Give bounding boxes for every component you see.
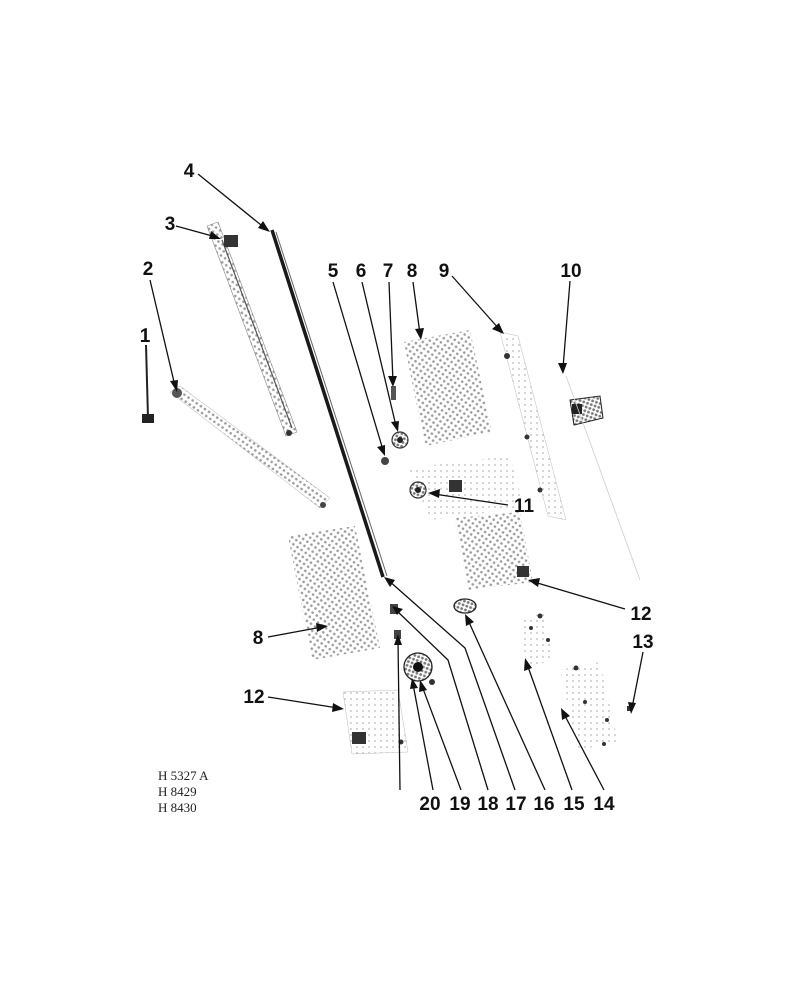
callout-1: 1 bbox=[140, 326, 151, 347]
part-shaft-2 bbox=[169, 385, 331, 509]
callout-10: 10 bbox=[560, 261, 581, 282]
part-bolt-1 bbox=[142, 344, 154, 423]
part-screen-8-upper bbox=[404, 330, 492, 446]
callout-20: 20 bbox=[419, 794, 440, 815]
ref-code-2: H 8429 bbox=[158, 784, 197, 799]
callout-6: 6 bbox=[356, 261, 367, 282]
callout-13: 13 bbox=[632, 632, 653, 653]
callout-9: 9 bbox=[439, 261, 450, 282]
part-bracket-12-lower bbox=[342, 689, 409, 755]
part-pin-7 bbox=[391, 386, 396, 400]
callout-5: 5 bbox=[328, 261, 339, 282]
callout-8-lower: 8 bbox=[253, 628, 264, 649]
part-screen-12-right bbox=[455, 512, 533, 590]
callout-12-right: 12 bbox=[630, 604, 651, 625]
callout-17: 17 bbox=[505, 794, 526, 815]
callout-18: 18 bbox=[477, 794, 498, 815]
part-fastener-13 bbox=[627, 706, 632, 711]
part-screen-8-lower bbox=[288, 526, 380, 660]
callout-12-lower: 12 bbox=[243, 687, 264, 708]
callout-14: 14 bbox=[593, 794, 615, 815]
callout-19: 19 bbox=[449, 794, 470, 815]
part-bearing-5-6 bbox=[381, 431, 409, 465]
callout-labels: 1 2 3 4 5 6 7 8 9 10 11 12 13 8 12 20 19… bbox=[140, 161, 654, 815]
callout-7: 7 bbox=[383, 261, 394, 282]
part-plate-15 bbox=[520, 612, 553, 668]
part-ring-16 bbox=[453, 598, 477, 614]
callout-11: 11 bbox=[514, 496, 535, 517]
part-plate-9 bbox=[499, 331, 567, 521]
callout-15: 15 bbox=[563, 794, 585, 815]
callout-2: 2 bbox=[143, 259, 154, 280]
callout-16: 16 bbox=[533, 794, 554, 815]
part-bracket-10 bbox=[565, 375, 641, 581]
ref-code-3: H 8430 bbox=[158, 800, 197, 815]
part-cutter-bar-4 bbox=[270, 229, 388, 578]
ref-code-1: H 5327 A bbox=[158, 768, 209, 783]
leader-lines bbox=[145, 173, 644, 791]
part-rod-3 bbox=[206, 221, 298, 437]
callout-8-upper: 8 bbox=[407, 261, 418, 282]
part-hub-19 bbox=[403, 652, 435, 685]
callout-3: 3 bbox=[165, 214, 176, 235]
callout-4: 4 bbox=[184, 161, 195, 182]
part-housing-center bbox=[408, 456, 524, 520]
part-plate-14 bbox=[560, 662, 618, 750]
reference-codes: H 5327 A H 8429 H 8430 bbox=[158, 768, 209, 815]
